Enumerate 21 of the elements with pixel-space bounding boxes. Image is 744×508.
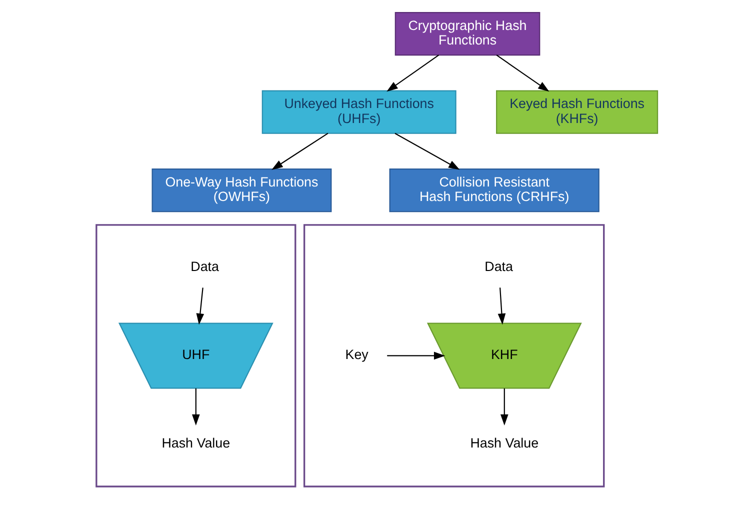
node-text: Hash Value — [470, 435, 538, 450]
arrow — [497, 288, 506, 325]
cluster — [95, 224, 296, 488]
arrow — [271, 132, 328, 170]
arrow — [496, 54, 549, 92]
arrow — [386, 54, 439, 92]
arrow — [394, 132, 460, 170]
arrow — [196, 288, 204, 325]
arrow — [386, 352, 445, 360]
cluster — [302, 224, 604, 488]
node-box: Keyed Hash Functions (KHFs) — [496, 90, 658, 134]
node-text: Hash Value — [161, 435, 230, 450]
node-text: Data — [190, 258, 218, 274]
node-box: Collision Resistant Hash Functions (CRHFs) — [388, 168, 599, 212]
arrow — [500, 388, 508, 426]
node-box: Unkeyed Hash Functions (UHFs) — [261, 90, 456, 134]
arrow — [191, 388, 200, 426]
node-box: Cryptographic Hash Functions — [394, 12, 540, 56]
node-text: Data — [484, 258, 512, 274]
node-text: Key — [344, 347, 368, 362]
node-box: One-Way Hash Functions (OWHFs) — [151, 168, 332, 212]
